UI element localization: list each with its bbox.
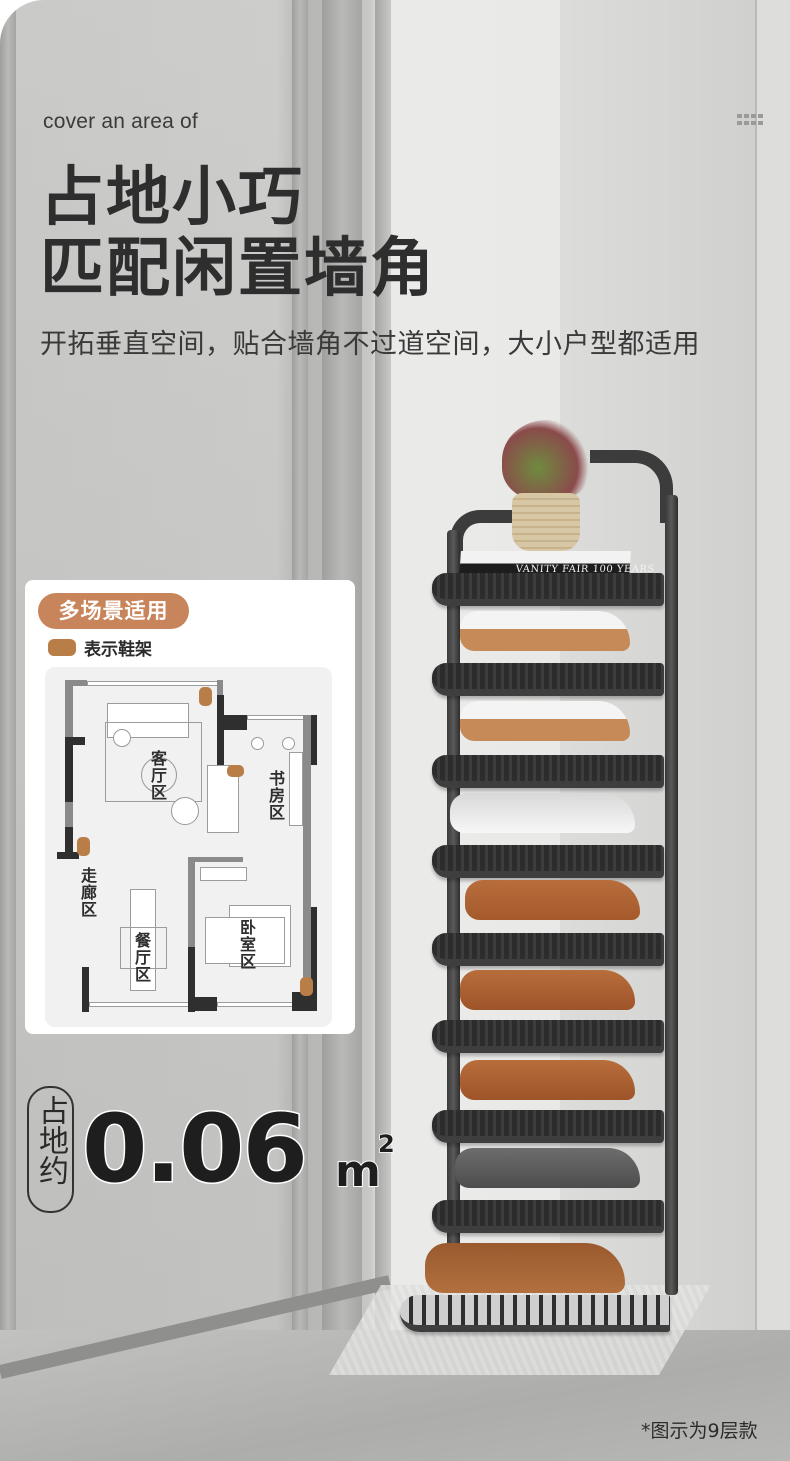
stool [251, 737, 264, 750]
rack-front-arch [590, 450, 673, 523]
shelf-tier-7 [432, 1110, 664, 1143]
tv-cabinet [200, 867, 247, 881]
room-label-dining: 餐厅区 [132, 932, 151, 983]
page-title: 占地小巧 匹配闲置墙角 [40, 163, 436, 305]
room-label-living: 客厅区 [148, 750, 167, 801]
scene-card: 多场景适用 表示鞋架 [25, 580, 355, 1034]
coffee-table [141, 757, 177, 793]
shelf-tier-1 [432, 573, 664, 606]
window [89, 1002, 191, 1007]
room-label-study: 书房区 [266, 770, 285, 821]
stool [282, 737, 295, 750]
window [217, 1002, 294, 1007]
wall [65, 680, 87, 686]
shoe-rack-illustration: VANITY FAIR 100 YEARS [329, 415, 711, 1395]
wall [57, 852, 79, 859]
area-badge-label: 占地约 [33, 1095, 68, 1185]
shelf-tier-5 [432, 933, 664, 966]
shelf-tier-2 [432, 663, 664, 696]
shoe-rack-marker [300, 977, 313, 996]
door [247, 715, 304, 720]
bookshelf [289, 752, 303, 826]
title-line-2: 匹配闲置墙角 [40, 232, 436, 306]
dining-table [130, 889, 156, 991]
rug [105, 722, 202, 802]
loafer-gray [455, 1148, 640, 1188]
plant-pot [512, 493, 580, 551]
area-unit: m [334, 1145, 382, 1198]
wall [188, 857, 195, 1007]
sneaker-tan-2 [460, 701, 630, 741]
shelf-tier-9-base [400, 1295, 670, 1332]
oxford-brown [465, 880, 640, 920]
title-line-1: 占地小巧 [40, 161, 304, 235]
room-label-corridor: 走廊区 [78, 867, 97, 918]
wall [65, 737, 85, 745]
boot-brown [425, 1243, 625, 1293]
floor-plan: 客厅区 书房区 走廊区 餐厅区 卧室区 [45, 667, 332, 1027]
wall [65, 737, 73, 802]
legend-swatch [48, 639, 76, 656]
footnote: *图示为9层款 [641, 1420, 758, 1442]
wall [292, 992, 317, 1011]
shoe-rack-marker [199, 687, 212, 706]
wall-edge [755, 0, 790, 1330]
area-value: 0.06 [81, 1094, 310, 1206]
dining-chairs [120, 927, 167, 969]
wall [311, 907, 317, 1007]
shelf-tier-3 [432, 755, 664, 788]
area-badge: 占地约 [27, 1086, 74, 1213]
rack-post-right [665, 495, 678, 1295]
wall [311, 715, 317, 765]
wall [217, 680, 223, 695]
sneaker-white [450, 793, 635, 833]
sneaker-tan [460, 611, 630, 651]
wall [82, 967, 89, 1012]
legend: 表示鞋架 [48, 635, 152, 660]
armchair [171, 797, 199, 825]
shelf-tier-8 [432, 1200, 664, 1233]
wall-corner [375, 0, 391, 1330]
shoe-rack-marker [77, 837, 90, 856]
shelf-tier-4 [432, 845, 664, 878]
door-frame-left [0, 0, 16, 1400]
scene-pill: 多场景适用 [38, 593, 189, 629]
loafer-brown [460, 970, 635, 1010]
english-subtitle: cover an area of [43, 110, 198, 133]
shoe-rack-marker [227, 765, 244, 777]
window [87, 681, 219, 686]
grid-dots-icon [737, 114, 765, 126]
wall [303, 715, 311, 1010]
description: 开拓垂直空间，贴合墙角不过道空间，大小户型都适用 [40, 329, 700, 360]
wall [217, 695, 224, 775]
wall [188, 857, 243, 862]
side-table [113, 729, 131, 747]
loafer-brown-2 [460, 1060, 635, 1100]
area-unit-superscript: 2 [377, 1129, 395, 1159]
wall [188, 947, 195, 1012]
wall [217, 715, 247, 730]
shelf-tier-6 [432, 1020, 664, 1053]
legend-label: 表示鞋架 [84, 640, 152, 660]
room-label-bedroom: 卧室区 [237, 919, 256, 970]
bed [205, 917, 285, 964]
plant-icon [502, 420, 592, 500]
wall [65, 827, 73, 857]
wall [195, 997, 217, 1011]
rack-post-left [447, 530, 460, 1290]
